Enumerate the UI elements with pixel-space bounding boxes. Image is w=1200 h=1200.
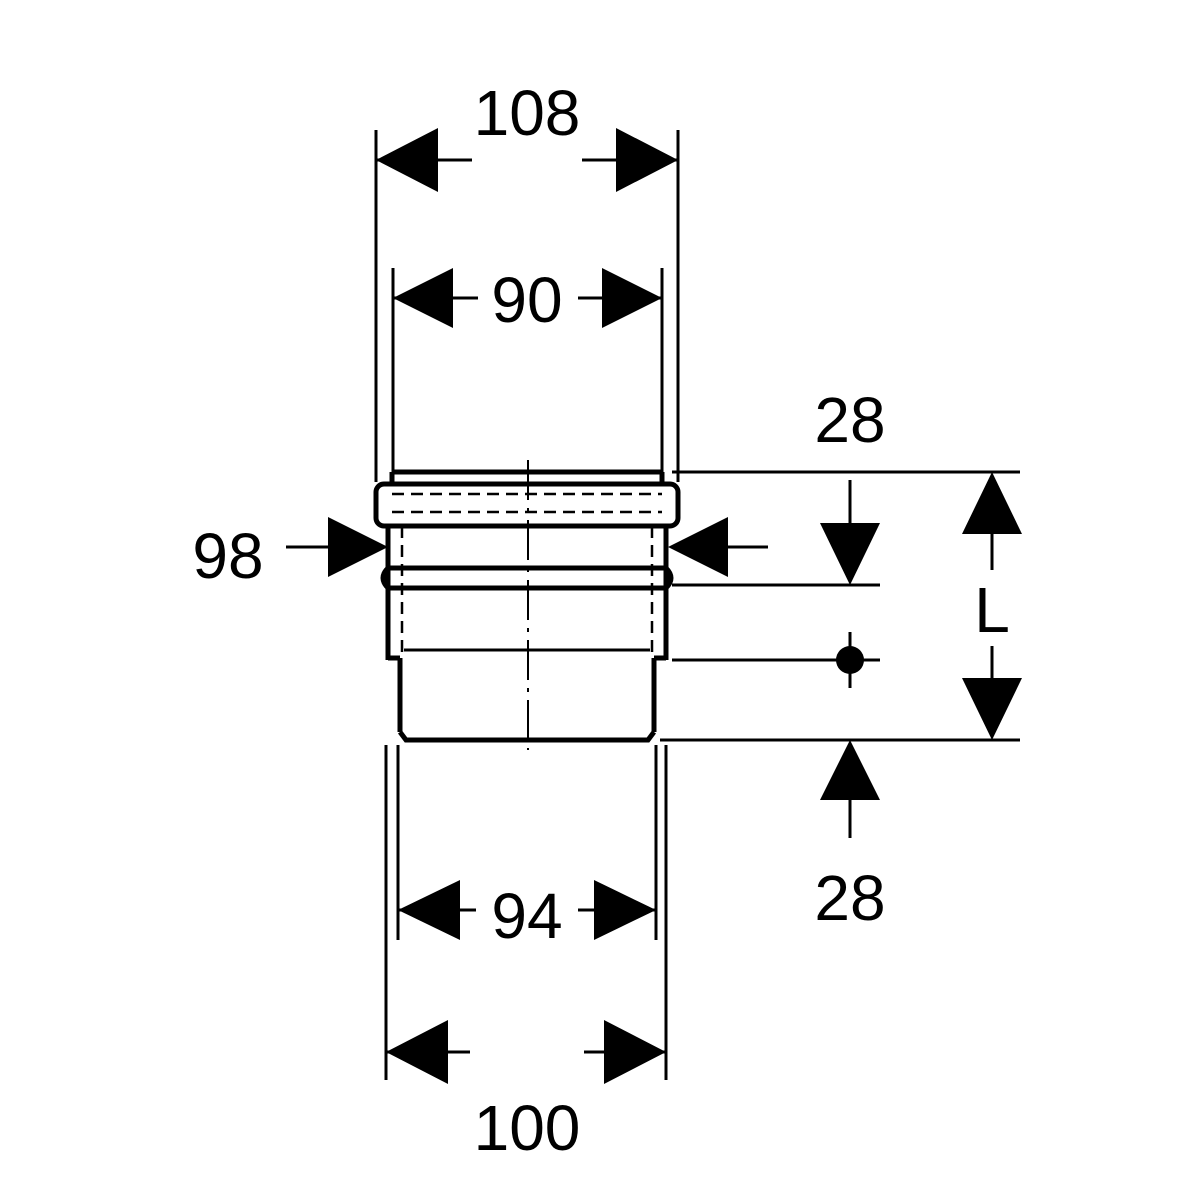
dimension-label-28-top: 28: [814, 384, 885, 456]
dimension-label-98: 98: [192, 520, 263, 592]
arrow-left-icon: [668, 517, 728, 577]
arrow-up-icon: [962, 472, 1022, 534]
dimension-label-28-bottom: 28: [814, 862, 885, 934]
insertion-marker: [822, 632, 878, 688]
dimension-28-bottom: 28: [814, 740, 886, 934]
dimension-108: 108: [376, 77, 678, 192]
arrow-left-icon: [398, 880, 460, 940]
dimension-98: 98: [192, 517, 768, 592]
dimension-28-top: 28: [814, 384, 886, 585]
arrow-down-icon: [820, 523, 880, 585]
arrow-right-icon: [594, 880, 656, 940]
arrow-down-icon: [962, 678, 1022, 740]
dimension-94: 94: [398, 880, 656, 952]
dimension-label-L: L: [974, 574, 1010, 646]
arrow-left-icon: [386, 1020, 448, 1084]
dimension-label-90: 90: [491, 264, 562, 336]
arrow-right-icon: [604, 1020, 666, 1084]
right-reference-lines: [660, 470, 1020, 742]
fitting-body: [373, 460, 681, 750]
dimension-label-94: 94: [491, 880, 562, 952]
arrow-left-icon: [393, 268, 453, 328]
arrow-right-icon: [616, 128, 678, 192]
arrow-up-icon: [820, 740, 880, 800]
dimension-L: L: [962, 472, 1022, 740]
dimension-label-108: 108: [474, 77, 581, 149]
arrow-left-icon: [376, 128, 438, 192]
dimension-100: 100: [384, 745, 668, 1164]
arrow-right-icon: [328, 517, 388, 577]
dimension-label-100: 100: [474, 1092, 581, 1164]
arrow-right-icon: [602, 268, 662, 328]
extension-lines: [374, 130, 680, 940]
dimension-90: 90: [393, 264, 662, 336]
